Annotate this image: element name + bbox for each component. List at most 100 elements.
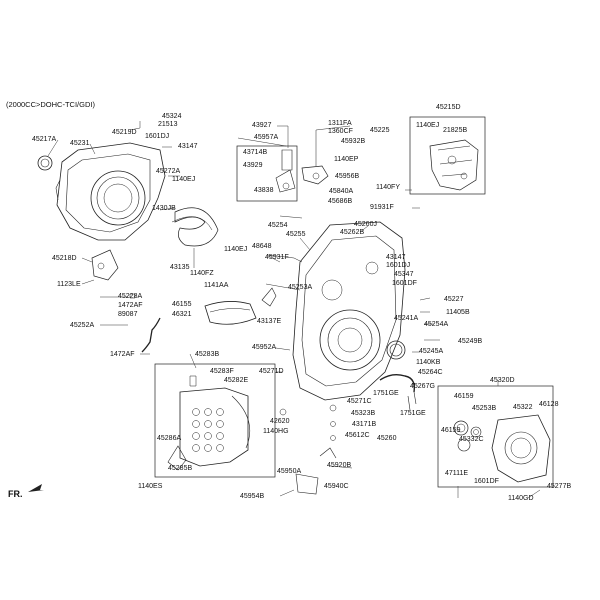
- part-label: 45254: [268, 222, 288, 229]
- valve-body-detail-frame: [154, 363, 276, 478]
- part-label: 45218D: [52, 255, 77, 262]
- part-label: 11405B: [446, 309, 470, 316]
- part-label: 43927: [252, 122, 272, 129]
- part-label: 1601DJ: [386, 262, 411, 269]
- part-label: 43147: [386, 254, 406, 261]
- part-label: 45225: [370, 127, 390, 134]
- front-direction-arrow: [28, 484, 44, 492]
- part-label: 45954B: [240, 493, 265, 500]
- part-label: 45932B: [341, 138, 366, 145]
- part-label: 45277B: [547, 483, 572, 490]
- filter-gasket-43137E: [261, 287, 277, 307]
- part-label: 1430JB: [152, 205, 176, 212]
- part-label: 45323B: [351, 410, 376, 417]
- part-label: 45241A: [394, 315, 419, 322]
- part-label: 45249B: [458, 338, 483, 345]
- part-label: 1140HG: [263, 428, 289, 435]
- part-label: 1140GD: [508, 495, 534, 502]
- speed-sensor: [301, 165, 329, 185]
- oil-seal-left: [37, 155, 53, 171]
- lower-bracket-45940C: [295, 473, 319, 495]
- part-label: 45612C: [345, 432, 370, 439]
- part-label: 45324: [162, 113, 182, 120]
- part-label: 45920B: [327, 462, 352, 469]
- variant-header: (2000CC>DOHC-TCI/GDI): [6, 100, 95, 109]
- part-label: 45840A: [329, 188, 354, 195]
- part-label: 1140EP: [334, 156, 359, 163]
- part-label: 21825B: [443, 127, 468, 134]
- part-label: 1472AF: [118, 302, 143, 309]
- part-label: 1311FA: [328, 120, 352, 127]
- transmission-case-outline: [292, 221, 406, 401]
- part-label: 43714B: [243, 149, 268, 156]
- part-label: 1472AF: [110, 351, 135, 358]
- part-label: 45952A: [252, 344, 277, 351]
- part-label: 45285B: [168, 465, 193, 472]
- converter-housing-outline: [56, 142, 166, 241]
- part-label: 45228A: [118, 293, 143, 300]
- part-label: 45320D: [490, 377, 515, 384]
- part-label: 45260J: [354, 221, 377, 228]
- part-label: 45940C: [324, 483, 349, 490]
- bracket-45218D: [91, 249, 119, 281]
- part-label: 45283B: [195, 351, 220, 358]
- cover-plate-43135: [174, 207, 219, 247]
- part-label: 1140FY: [376, 184, 400, 191]
- mounting-bracket-21825B: [429, 139, 479, 191]
- part-label: 45262B: [340, 229, 365, 236]
- oil-pipe-45264C: [379, 373, 415, 393]
- part-label: 1123LE: [57, 281, 81, 288]
- part-label: 43929: [243, 162, 263, 169]
- o-ring-46159: [453, 420, 469, 436]
- part-label: 45264C: [418, 369, 443, 376]
- solenoid-detail-frame: [236, 145, 298, 202]
- part-label: 21513: [158, 121, 178, 128]
- part-label: 1140EJ: [224, 246, 248, 253]
- part-label: 43137E: [257, 318, 282, 325]
- part-label: 45283F: [210, 368, 234, 375]
- part-label: 45254A: [424, 321, 449, 328]
- part-label: 45332C: [459, 436, 484, 443]
- part-label: 1140ES: [138, 483, 163, 490]
- part-label: 45217A: [32, 136, 57, 143]
- part-label: 45322: [513, 404, 533, 411]
- part-label: 45215D: [436, 104, 461, 111]
- part-label: 1140EJ: [416, 122, 440, 129]
- converter-housing-bore: [90, 170, 146, 226]
- part-label: 1140KB: [416, 359, 441, 366]
- case-bore-large: [319, 309, 381, 371]
- part-label: 43838: [254, 187, 274, 194]
- part-label: 45956B: [335, 173, 360, 180]
- part-label: 1360CF: [328, 128, 353, 135]
- breather-hose: [141, 317, 161, 353]
- part-label: 1751GE: [373, 390, 399, 397]
- oil-filter: [204, 301, 257, 325]
- part-label: 45252A: [70, 322, 95, 329]
- part-label: 45267G: [410, 383, 435, 390]
- part-label: 46128: [539, 401, 559, 408]
- part-label: 46321: [172, 311, 192, 318]
- side-cover-detail-frame: [437, 385, 554, 488]
- part-label: 46159: [454, 393, 474, 400]
- part-label: 45272A: [156, 168, 181, 175]
- part-label: 1601DJ: [145, 133, 170, 140]
- part-label: 1601DF: [474, 478, 499, 485]
- part-label: 45282E: [224, 377, 249, 384]
- part-label: 45231: [70, 140, 90, 147]
- part-label: 45957A: [254, 134, 279, 141]
- part-label: 45255: [286, 231, 306, 238]
- valve-body-harness: [231, 395, 250, 449]
- part-label: 42620: [270, 418, 290, 425]
- part-label: 45260: [377, 435, 397, 442]
- part-label: 46159: [441, 427, 461, 434]
- part-label: 45219D: [112, 129, 137, 136]
- part-label: 45931F: [265, 254, 289, 261]
- part-label: 45253A: [288, 284, 313, 291]
- part-label: 43135: [170, 264, 190, 271]
- front-direction-label: FR.: [8, 489, 23, 499]
- valve-body: [179, 387, 249, 467]
- part-label: 91931F: [370, 204, 394, 211]
- part-label: 45271C: [347, 398, 372, 405]
- part-label: 47111E: [445, 470, 469, 477]
